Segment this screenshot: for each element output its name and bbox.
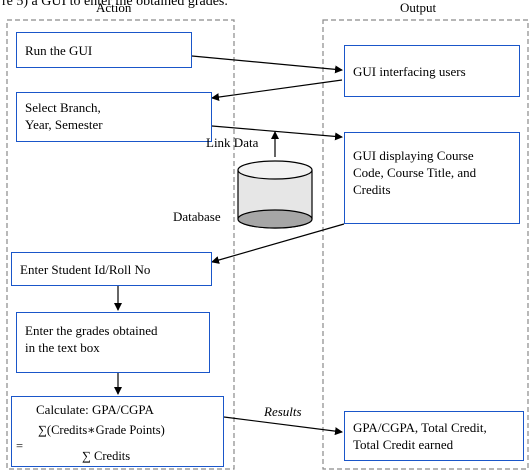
arrow-calc-to-results (223, 416, 343, 436)
enter-id-box: Enter Student Id/Roll No (11, 252, 212, 286)
grades-label-line1: Enter the grades obtained (25, 323, 158, 338)
arrow-display-to-enter-id (211, 223, 345, 264)
results-box: GPA/CGPA, Total Credit, Total Credit ear… (344, 411, 524, 461)
display-label-line1: GUI displaying Course (353, 148, 474, 163)
select-label-line1: Select Branch, (25, 100, 101, 115)
output-column-frame (322, 19, 529, 470)
result-label-line1: GPA/CGPA, Total Credit, (353, 420, 487, 435)
enter-grades-box: Enter the grades obtained in the text bo… (16, 312, 210, 373)
calculate-box: Calculate: GPA/CGPA (11, 396, 224, 467)
grades-label-line2: in the text box (25, 340, 100, 355)
figure-caption-cut: re 5) a GUI to enter the obtained grades… (2, 0, 228, 9)
result-label-line2: Total Credit earned (353, 437, 454, 452)
action-column-title: Action (96, 0, 132, 15)
enter-id-label: Enter Student Id/Roll No (20, 261, 151, 277)
formula-denominator: ∑ Credits (82, 449, 131, 463)
gui-users-box: GUI interfacing users (344, 45, 520, 97)
arrow-gui-to-select (211, 79, 343, 102)
output-column-title: Output (400, 0, 437, 15)
action-column-frame (6, 19, 235, 470)
link-data-label: Link Data (206, 135, 259, 150)
run-gui-box: Run the GUI (16, 32, 192, 68)
arrow-run-to-gui (191, 55, 343, 74)
run-gui-label: Run the GUI (25, 42, 93, 58)
calculate-label: Calculate: GPA/CGPA (36, 402, 154, 417)
database-label: Database (173, 209, 221, 224)
display-label-line2: Code, Course Title, and (353, 165, 477, 180)
formula-numerator: ∑(Credits∗Grade Points) (38, 423, 165, 437)
select-branch-box: Select Branch, Year, Semester (16, 92, 212, 142)
formula-equals: = (16, 439, 24, 453)
select-label-line2: Year, Semester (25, 117, 103, 132)
gui-users-label: GUI interfacing users (353, 63, 466, 79)
results-arrow-label: Results (264, 404, 302, 419)
gui-display-box: GUI displaying Course Code, Course Title… (344, 132, 520, 224)
database-icon (237, 160, 313, 229)
display-label-line3: Credits (353, 182, 391, 197)
